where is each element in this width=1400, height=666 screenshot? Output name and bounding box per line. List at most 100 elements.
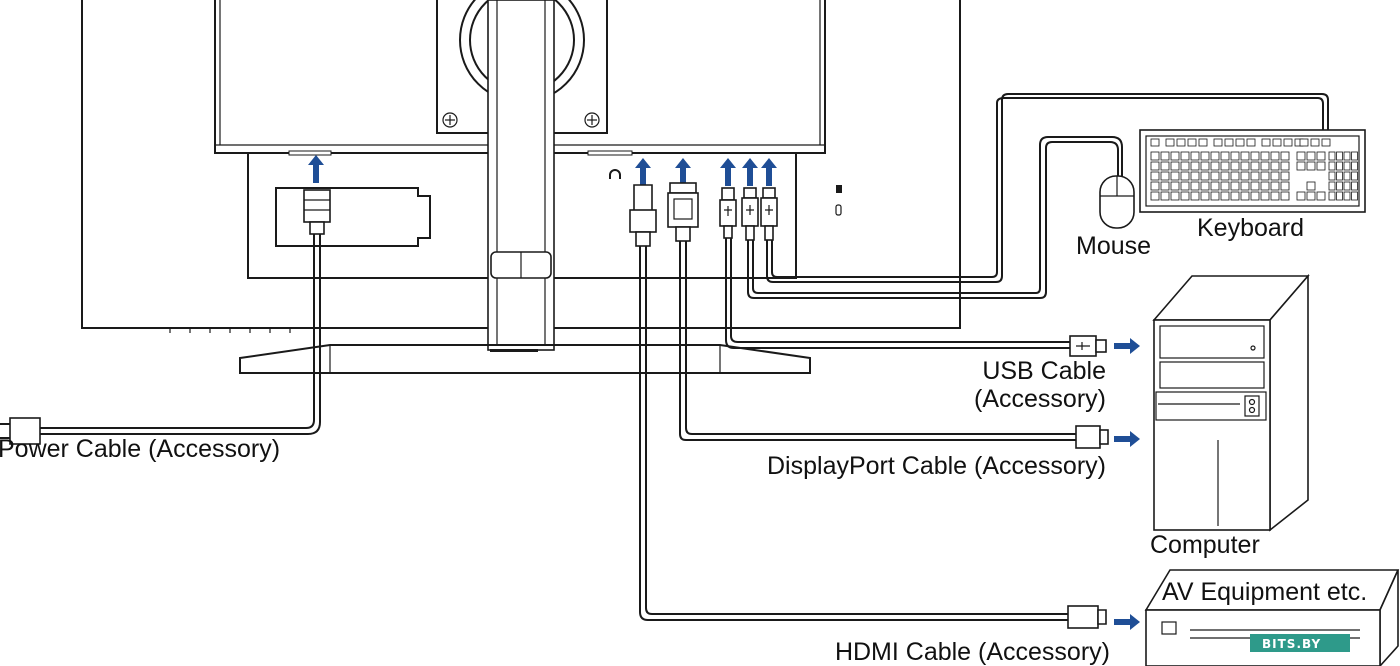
- keyboard-key: [1190, 181, 1200, 191]
- keyboard-key: [1160, 191, 1170, 201]
- keyboard-key: [1210, 181, 1220, 191]
- keyboard-key: [1351, 151, 1358, 161]
- watermark: BITS.BY: [1250, 634, 1350, 652]
- keyboard-key: [1190, 161, 1200, 171]
- keyboard-key: [1220, 191, 1230, 201]
- connect-arrows-up: [308, 155, 777, 186]
- keyboard-key: [1270, 191, 1280, 201]
- keyboard-key: [1230, 171, 1240, 181]
- keyboard-key: [1270, 161, 1280, 171]
- mouse-label: Mouse: [1076, 232, 1151, 260]
- keyboard-key: [1306, 161, 1316, 171]
- keyboard-key: [1250, 181, 1260, 191]
- keyboard-key: [1220, 161, 1230, 171]
- keyboard-label: Keyboard: [1197, 214, 1304, 242]
- displayport-cable-label: DisplayPort Cable (Accessory): [767, 452, 1106, 480]
- keyboard-key: [1200, 181, 1210, 191]
- keyboard-key: [1200, 171, 1210, 181]
- keyboard-key: [1170, 151, 1180, 161]
- keyboard-key: [1230, 191, 1240, 201]
- keyboard-key: [1316, 191, 1326, 201]
- keyboard-key: [1210, 191, 1220, 201]
- keyboard-key: [1343, 191, 1351, 201]
- usb-cable-accessory-label: (Accessory): [974, 385, 1106, 413]
- computer-label: Computer: [1150, 531, 1260, 559]
- keyboard-key: [1316, 151, 1326, 161]
- keyboard-key: [1260, 181, 1270, 191]
- keyboard-key: [1328, 171, 1336, 181]
- keyboard-key: [1160, 171, 1170, 181]
- keyboard-key: [1224, 138, 1234, 147]
- keyboard-key: [1343, 181, 1351, 191]
- keyboard-key: [1213, 138, 1223, 147]
- keyboard-key: [1180, 161, 1190, 171]
- keyboard-key: [1210, 151, 1220, 161]
- keyboard-key: [1351, 191, 1358, 201]
- av-equipment-label: AV Equipment etc.: [1162, 578, 1367, 606]
- keyboard-key: [1351, 161, 1358, 171]
- keyboard-key: [1270, 151, 1280, 161]
- keyboard-key: [1280, 191, 1290, 201]
- keyboard-key: [1240, 171, 1250, 181]
- keyboard-key: [1280, 161, 1290, 171]
- mouse-device: [1099, 175, 1135, 229]
- keyboard-key: [1170, 171, 1180, 181]
- power-cable: [0, 189, 331, 445]
- keyboard-key: [1180, 181, 1190, 191]
- keyboard-key: [1220, 151, 1230, 161]
- keyboard-key: [1176, 138, 1186, 147]
- keyboard-key: [1240, 151, 1250, 161]
- usb-cable-label: USB Cable: [982, 357, 1106, 385]
- keyboard-key: [1200, 151, 1210, 161]
- keyboard-key: [1270, 171, 1280, 181]
- monitor-stand: [239, 0, 811, 374]
- keyboard-key: [1328, 161, 1336, 171]
- computer-tower: [1152, 273, 1310, 532]
- keyboard-key: [1328, 181, 1336, 191]
- keyboard-key: [1150, 138, 1160, 147]
- keyboard-key: [1280, 151, 1290, 161]
- keyboard-key: [1261, 138, 1271, 147]
- keyboard-key: [1343, 151, 1351, 161]
- keyboard-key: [1336, 171, 1343, 181]
- keyboard-key: [1210, 161, 1220, 171]
- keyboard-key: [1250, 161, 1260, 171]
- keyboard-key: [1306, 181, 1316, 191]
- keyboard-key: [1160, 181, 1170, 191]
- power-cable-label: Power Cable (Accessory): [0, 435, 280, 463]
- keyboard-key: [1250, 191, 1260, 201]
- keyboard-key: [1150, 161, 1160, 171]
- keyboard-key: [1280, 171, 1290, 181]
- keyboard-key: [1250, 171, 1260, 181]
- keyboard-key: [1246, 138, 1256, 147]
- keyboard-key: [1328, 151, 1336, 161]
- keyboard-key: [1296, 151, 1306, 161]
- hdmi-cable: [629, 184, 1107, 629]
- keyboard-key: [1321, 138, 1331, 147]
- hdmi-cable-label: HDMI Cable (Accessory): [835, 638, 1110, 666]
- keyboard-key: [1310, 138, 1320, 147]
- keyboard-key: [1150, 171, 1160, 181]
- keyboard-key: [1150, 191, 1160, 201]
- keyboard-key: [1230, 151, 1240, 161]
- keyboard-key: [1220, 181, 1230, 191]
- keyboard-key: [1296, 161, 1306, 171]
- keyboard-key: [1240, 161, 1250, 171]
- keyboard-key: [1306, 151, 1316, 161]
- keyboard-key: [1343, 171, 1351, 181]
- keyboard-device: [1139, 129, 1366, 213]
- keyboard-key: [1190, 151, 1200, 161]
- keyboard-key: [1180, 191, 1190, 201]
- keyboard-key: [1260, 161, 1270, 171]
- keyboard-key: [1336, 161, 1343, 171]
- keyboard-key: [1220, 171, 1230, 181]
- keyboard-key: [1170, 181, 1180, 191]
- keyboard-key: [1170, 161, 1180, 171]
- usb-downstream-cables: [741, 93, 1329, 299]
- displayport-cable: [667, 182, 1109, 449]
- keyboard-key: [1272, 138, 1282, 147]
- keyboard-key: [1200, 161, 1210, 171]
- keyboard-key: [1336, 191, 1343, 201]
